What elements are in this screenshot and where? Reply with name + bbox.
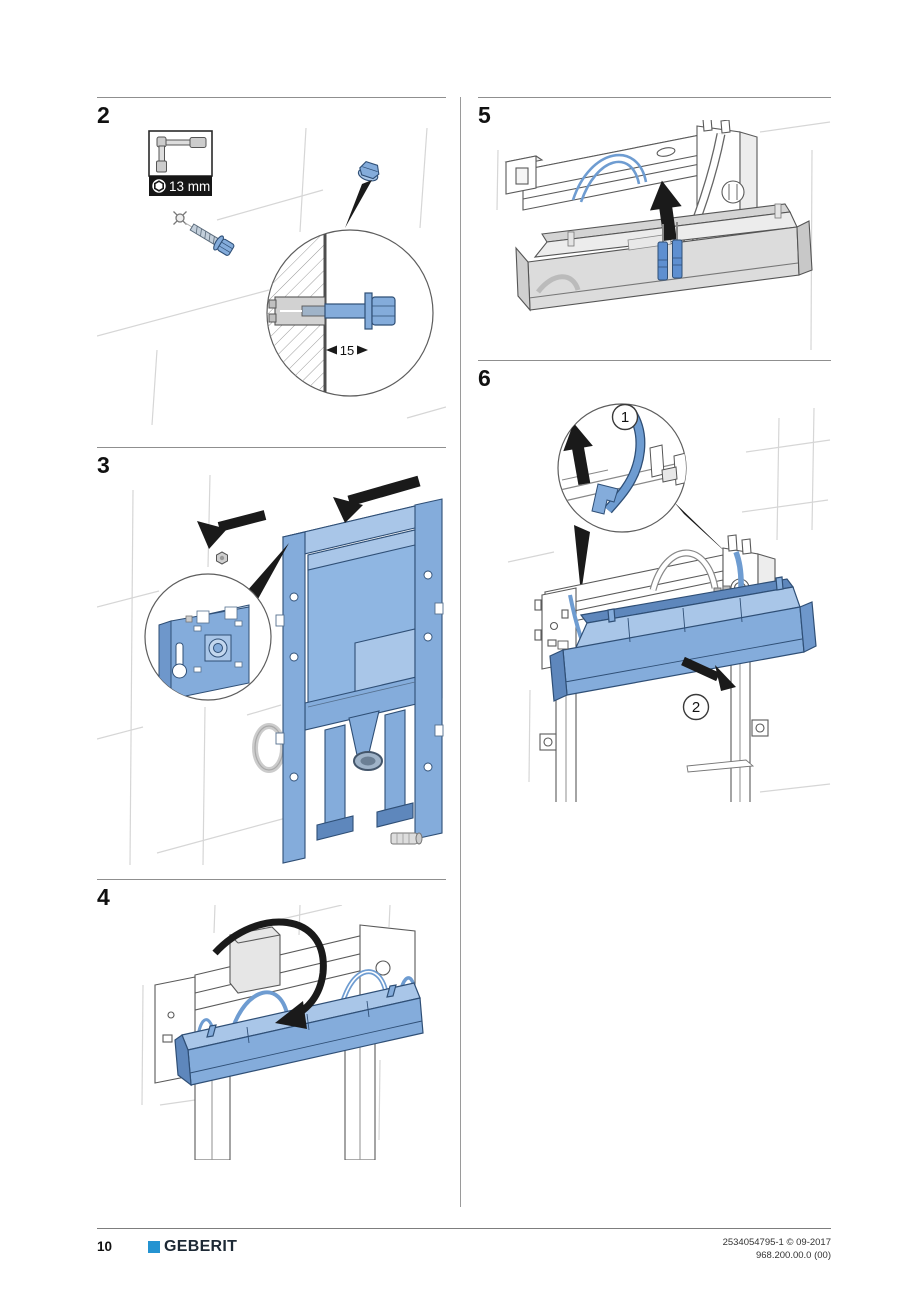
arrow-down-icon [197, 510, 267, 549]
step-4-illustration [141, 905, 424, 1160]
footer-rule [97, 1228, 831, 1229]
rule-step-3 [97, 447, 446, 448]
callout-pointer [247, 543, 289, 599]
step-6-illustration: 1 [507, 403, 831, 802]
screw [184, 222, 235, 256]
arrow-up-icon [563, 422, 593, 486]
svg-text:1: 1 [621, 409, 629, 426]
tile-grid [507, 407, 831, 793]
tile-grid [97, 475, 298, 866]
callout-pointer [574, 525, 590, 594]
tile-grid [97, 128, 446, 425]
footer-page-number: 10 [97, 1239, 113, 1254]
step-2-illustration: 13 mm [97, 128, 446, 425]
detail-circle-content [559, 407, 686, 515]
rule-step-2 [97, 97, 446, 98]
wall-bolt [357, 160, 380, 182]
rule-step-6 [478, 360, 831, 361]
callout-pointer [345, 180, 372, 228]
step-3-number: 3 [97, 452, 110, 478]
step-4-number: 4 [97, 884, 110, 910]
column-divider [460, 97, 461, 1207]
dimension-label: 15 [340, 343, 354, 358]
brand-name: GEBERIT [164, 1238, 238, 1255]
nut [216, 551, 228, 565]
footer-ref-line2: 968.200.00.0 (00) [755, 1249, 831, 1261]
tile-grid [496, 121, 831, 351]
tool-size-label: 13 mm [169, 179, 210, 194]
footer-ref-line1: 2534054795-1 © 09-2017 [722, 1237, 831, 1248]
brand-square-icon [148, 1241, 160, 1253]
retaining-clip [591, 483, 619, 515]
step-2-number: 2 [97, 102, 110, 128]
water-tubes [571, 153, 648, 203]
inlet-fitting [390, 832, 423, 845]
arrow-pull-icon [681, 656, 736, 691]
step-5-number: 5 [478, 102, 491, 128]
svg-text:2: 2 [692, 699, 700, 716]
actuator-pins [657, 222, 683, 281]
arrow-down-left-icon [333, 475, 421, 523]
mounting-frame [275, 498, 444, 864]
flip-arrow-icon [212, 918, 327, 1029]
hex-socket-icon [152, 179, 166, 193]
callout-1: 1 [611, 403, 639, 431]
tool-size-band [149, 176, 212, 196]
cover-tray [549, 576, 817, 702]
step-6-number: 6 [478, 365, 491, 391]
footer-references: 2534054795-1 © 09-2017 968.200.00.0 (00) [723, 1237, 831, 1263]
rule-step-5 [478, 97, 831, 98]
socket-wrench-icon [156, 136, 207, 173]
drill-mark-icon [173, 211, 187, 225]
callout-pointer [674, 502, 732, 558]
step-3-illustration [97, 475, 444, 866]
callout-2: 2 [682, 693, 710, 721]
rule-step-4 [97, 879, 446, 880]
step-5-illustration [496, 120, 831, 351]
tool-badge: 13 mm [148, 130, 213, 196]
brand-logo: GEBERIT [148, 1238, 237, 1256]
dimension-15: 15 [326, 343, 368, 358]
